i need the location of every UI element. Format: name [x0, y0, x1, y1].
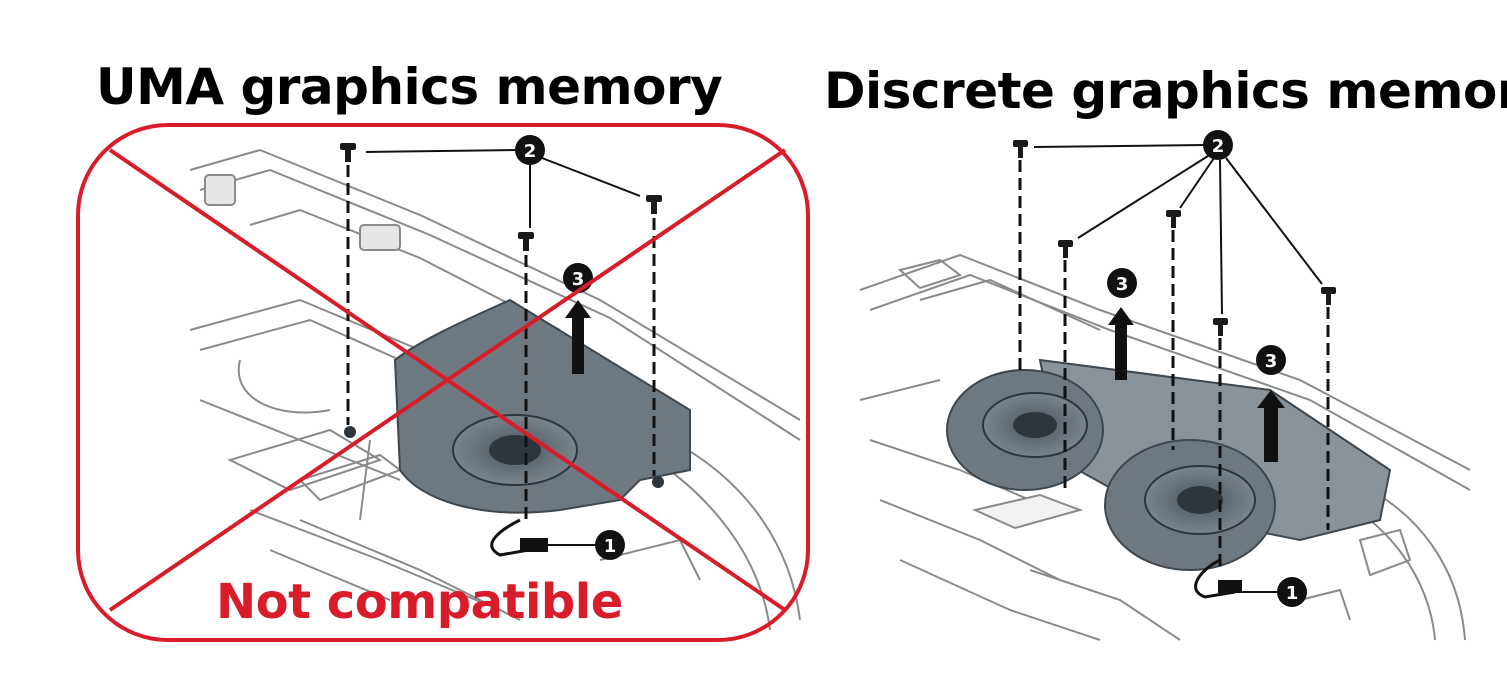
discrete-title: Discrete graphics memory: [824, 62, 1507, 120]
not-compatible-label: Not compatible: [216, 574, 623, 630]
svg-text:3: 3: [1265, 351, 1278, 372]
screw-icon: [518, 232, 534, 251]
discrete-callout-3-left: 3: [1107, 268, 1137, 298]
discrete-chassis-outline: [859, 253, 1471, 641]
lift-arrow-icon: [1257, 390, 1285, 462]
svg-text:1: 1: [1286, 583, 1299, 604]
incompatible-stamp-icon: [76, 123, 810, 642]
svg-text:3: 3: [1116, 274, 1129, 295]
uma-fan-connector: [520, 538, 548, 552]
svg-text:2: 2: [524, 141, 537, 162]
uma-fan: [344, 298, 691, 514]
uma-callout-1: 1: [595, 530, 625, 560]
screw-icon: [1213, 318, 1228, 336]
screw-icon: [646, 195, 662, 214]
screw-icon: [1321, 287, 1336, 305]
screw-icon: [1058, 240, 1073, 258]
discrete-fan-2: [1104, 439, 1276, 571]
discrete-callout-2: 2: [1203, 130, 1233, 160]
svg-text:1: 1: [604, 536, 617, 557]
discrete-callout-3-right: 3: [1256, 345, 1286, 375]
discrete-callout-1: 1: [1277, 577, 1307, 607]
uma-illustration: 2 3 1: [189, 135, 801, 631]
discrete-fan-1: [946, 369, 1104, 491]
screw-icon: [340, 143, 356, 162]
svg-text:2: 2: [1212, 136, 1225, 157]
screw-icon: [1166, 210, 1181, 228]
uma-callout-3: 3: [563, 263, 593, 293]
uma-chassis-outline: [189, 148, 801, 631]
lift-arrow-icon: [1108, 307, 1134, 380]
discrete-illustration: 2 3 3 1: [859, 130, 1471, 641]
uma-title: UMA graphics memory: [96, 58, 723, 116]
discrete-fan-connector: [1218, 580, 1242, 593]
lift-arrow-icon: [565, 300, 591, 374]
svg-text:3: 3: [572, 269, 585, 290]
uma-callout-2: 2: [515, 135, 545, 165]
screw-icon: [1013, 140, 1028, 158]
